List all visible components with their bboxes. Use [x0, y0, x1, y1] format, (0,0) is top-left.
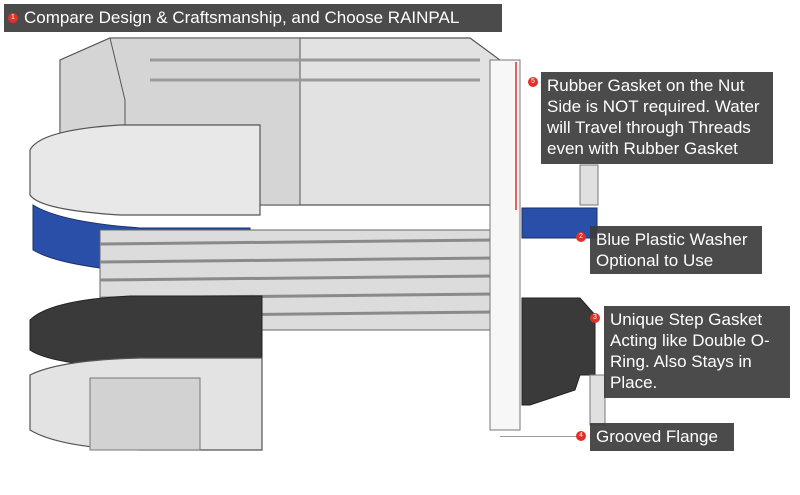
cutaway-section — [489, 59, 606, 431]
callout-line: Place. — [610, 373, 658, 392]
callout-step-gasket: Unique Step Gasket Acting like Double O-… — [604, 306, 790, 398]
callout-line: will Travel through Threads — [547, 118, 751, 137]
callout-number-badge: 2 — [576, 232, 586, 242]
callout-line: Unique Step Gasket — [610, 310, 763, 329]
grooved-flange — [29, 357, 263, 451]
callout-line: even with Rubber Gasket — [547, 139, 738, 158]
callout-blue-washer: Blue Plastic Washer Optional to Use — [590, 226, 762, 274]
callout-compare-design: Compare Design & Craftsmanship, and Choo… — [4, 4, 502, 32]
callout-rubber-gasket-note: Rubber Gasket on the Nut Side is NOT req… — [541, 72, 773, 164]
callout-line: Acting like Double O- — [610, 331, 770, 350]
callout-text: Compare Design & Craftsmanship, and Choo… — [24, 8, 460, 27]
callout-line: Blue Plastic Washer — [596, 230, 748, 249]
callout-line: Rubber Gasket on the Nut — [547, 76, 745, 95]
upper-ring — [29, 124, 261, 216]
callout-grooved-flange: Grooved Flange — [590, 423, 734, 451]
leader-line — [500, 436, 576, 437]
callout-number-badge: 5 — [528, 77, 538, 87]
callout-number-badge: 4 — [576, 431, 586, 441]
callout-text: Grooved Flange — [596, 427, 718, 446]
callout-line: Side is NOT required. Water — [547, 97, 760, 116]
callout-line: Optional to Use — [596, 251, 714, 270]
callout-line: Ring. Also Stays in — [610, 352, 752, 371]
step-gasket-left — [29, 295, 263, 369]
callout-number-badge: 3 — [590, 313, 600, 323]
callout-number-badge: 1 — [8, 13, 18, 23]
